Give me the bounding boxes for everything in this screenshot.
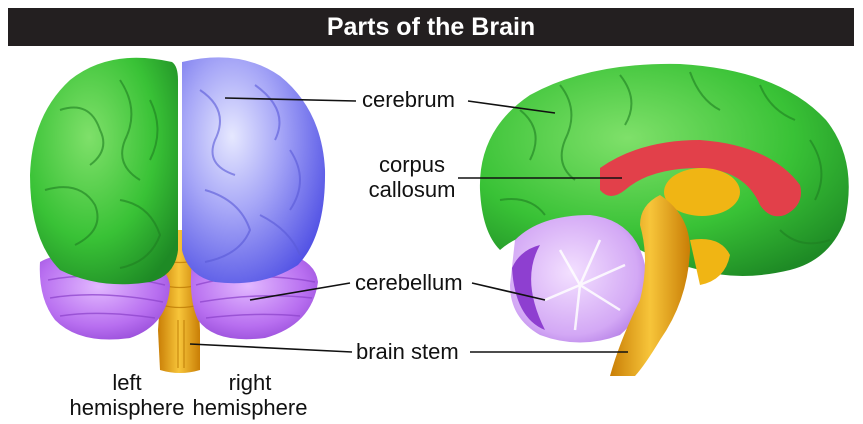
label-right-hemisphere-line1: right [175,370,325,395]
label-right-hemisphere-line2: hemisphere [175,395,325,420]
rear-view-brain [30,57,325,373]
line-brain-stem-left [190,344,352,352]
label-right-hemisphere: right hemisphere [175,370,325,421]
label-brain-stem: brain stem [356,339,459,364]
label-corpus-callosum-line2: callosum [368,177,456,202]
label-cerebrum: cerebrum [362,87,455,112]
label-cerebellum: cerebellum [355,270,463,295]
rear-cerebrum-left [30,58,178,285]
label-corpus-callosum: corpus callosum [368,152,456,203]
label-corpus-callosum-line1: corpus [368,152,456,177]
